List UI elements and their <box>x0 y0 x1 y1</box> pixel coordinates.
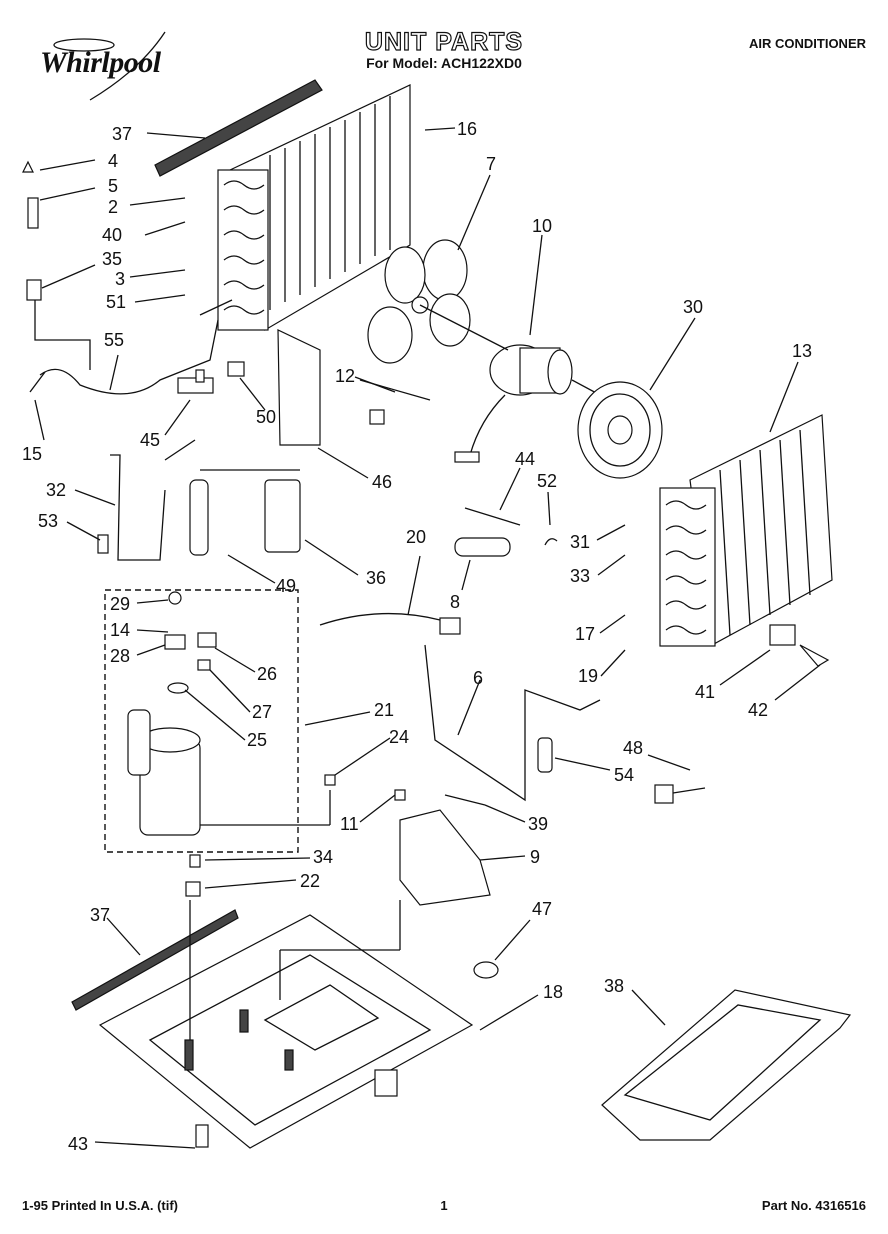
callout: 32 <box>46 480 66 500</box>
refrigerant-tubing <box>22 160 431 561</box>
callout: 52 <box>537 471 557 491</box>
control-bracket <box>399 809 491 906</box>
callout: 22 <box>300 871 320 891</box>
logo-swirl <box>89 31 166 101</box>
callout: 5 <box>108 176 118 196</box>
callout: 24 <box>389 727 409 747</box>
callout: 45 <box>140 430 160 450</box>
callout: 50 <box>256 407 276 427</box>
callout: 10 <box>532 216 552 236</box>
clip <box>195 1124 209 1148</box>
callout: 14 <box>110 620 130 640</box>
callout: 7 <box>486 154 496 174</box>
seal-strip-bottom <box>71 909 239 1011</box>
fan-blade <box>367 239 471 364</box>
callout: 35 <box>102 249 122 269</box>
callout-labels: 37 4 5 2 40 35 3 51 55 15 16 7 10 30 13 … <box>22 119 812 1154</box>
callout: 28 <box>110 646 130 666</box>
callout: 20 <box>406 527 426 547</box>
callout: 44 <box>515 449 535 469</box>
print-info: 1-95 Printed In U.S.A. (tif) <box>22 1198 179 1213</box>
seal-strip-top <box>154 79 323 177</box>
small-parts-middle <box>319 507 830 804</box>
callout: 31 <box>570 532 590 552</box>
drain-pan <box>601 989 852 1141</box>
callout: 43 <box>68 1134 88 1154</box>
callout: 34 <box>313 847 333 867</box>
blower-wheel <box>577 381 663 479</box>
callout: 18 <box>543 982 563 1002</box>
callout: 54 <box>614 765 634 785</box>
callout: 11 <box>340 814 359 834</box>
callout: 2 <box>108 197 118 217</box>
callout: 30 <box>683 297 703 317</box>
callout: 38 <box>604 976 624 996</box>
grommet <box>473 961 499 979</box>
callout: 49 <box>276 576 296 596</box>
page-number: 1 <box>440 1198 448 1213</box>
callout: 16 <box>457 119 477 139</box>
callout: 15 <box>22 444 42 464</box>
model-subtitle: For Model: ACH122XD0 <box>366 55 522 71</box>
compressor-kit-outline <box>104 589 299 853</box>
part-number: Part No. 4316516 <box>761 1198 866 1213</box>
callout: 29 <box>110 594 130 614</box>
callout: 13 <box>792 341 812 361</box>
callout: 40 <box>102 225 122 245</box>
callout: 37 <box>112 124 132 144</box>
callout: 19 <box>578 666 598 686</box>
compressor <box>127 591 406 897</box>
callout: 21 <box>374 700 394 720</box>
callout: 46 <box>372 472 392 492</box>
callout: 3 <box>115 269 125 289</box>
base-pan <box>98 914 474 1149</box>
callout: 25 <box>247 730 267 750</box>
callout: 4 <box>108 151 118 171</box>
whirlpool-logo: Whirlpool <box>40 46 161 79</box>
logo-swoosh <box>53 38 115 52</box>
document-type: AIR CONDITIONER <box>749 36 866 51</box>
callout: 51 <box>106 292 126 312</box>
evaporator-coil <box>659 414 833 647</box>
page-title: UNIT PARTS <box>364 27 524 56</box>
callout: 9 <box>530 847 540 867</box>
callout: 6 <box>473 668 483 688</box>
callout: 17 <box>575 624 595 644</box>
condenser-coil <box>217 84 411 331</box>
leader-lines <box>34 127 821 1149</box>
callout: 47 <box>532 899 552 919</box>
callout: 39 <box>528 814 548 834</box>
callout: 26 <box>257 664 277 684</box>
callout: 8 <box>450 592 460 612</box>
callout: 42 <box>748 700 768 720</box>
callout: 12 <box>335 366 355 386</box>
callout: 36 <box>366 568 386 588</box>
callout: 55 <box>104 330 124 350</box>
callout: 33 <box>570 566 590 586</box>
callout: 27 <box>252 702 272 722</box>
callout: 41 <box>695 682 715 702</box>
callout: 48 <box>623 738 643 758</box>
callout: 37 <box>90 905 110 925</box>
callout: 53 <box>38 511 58 531</box>
